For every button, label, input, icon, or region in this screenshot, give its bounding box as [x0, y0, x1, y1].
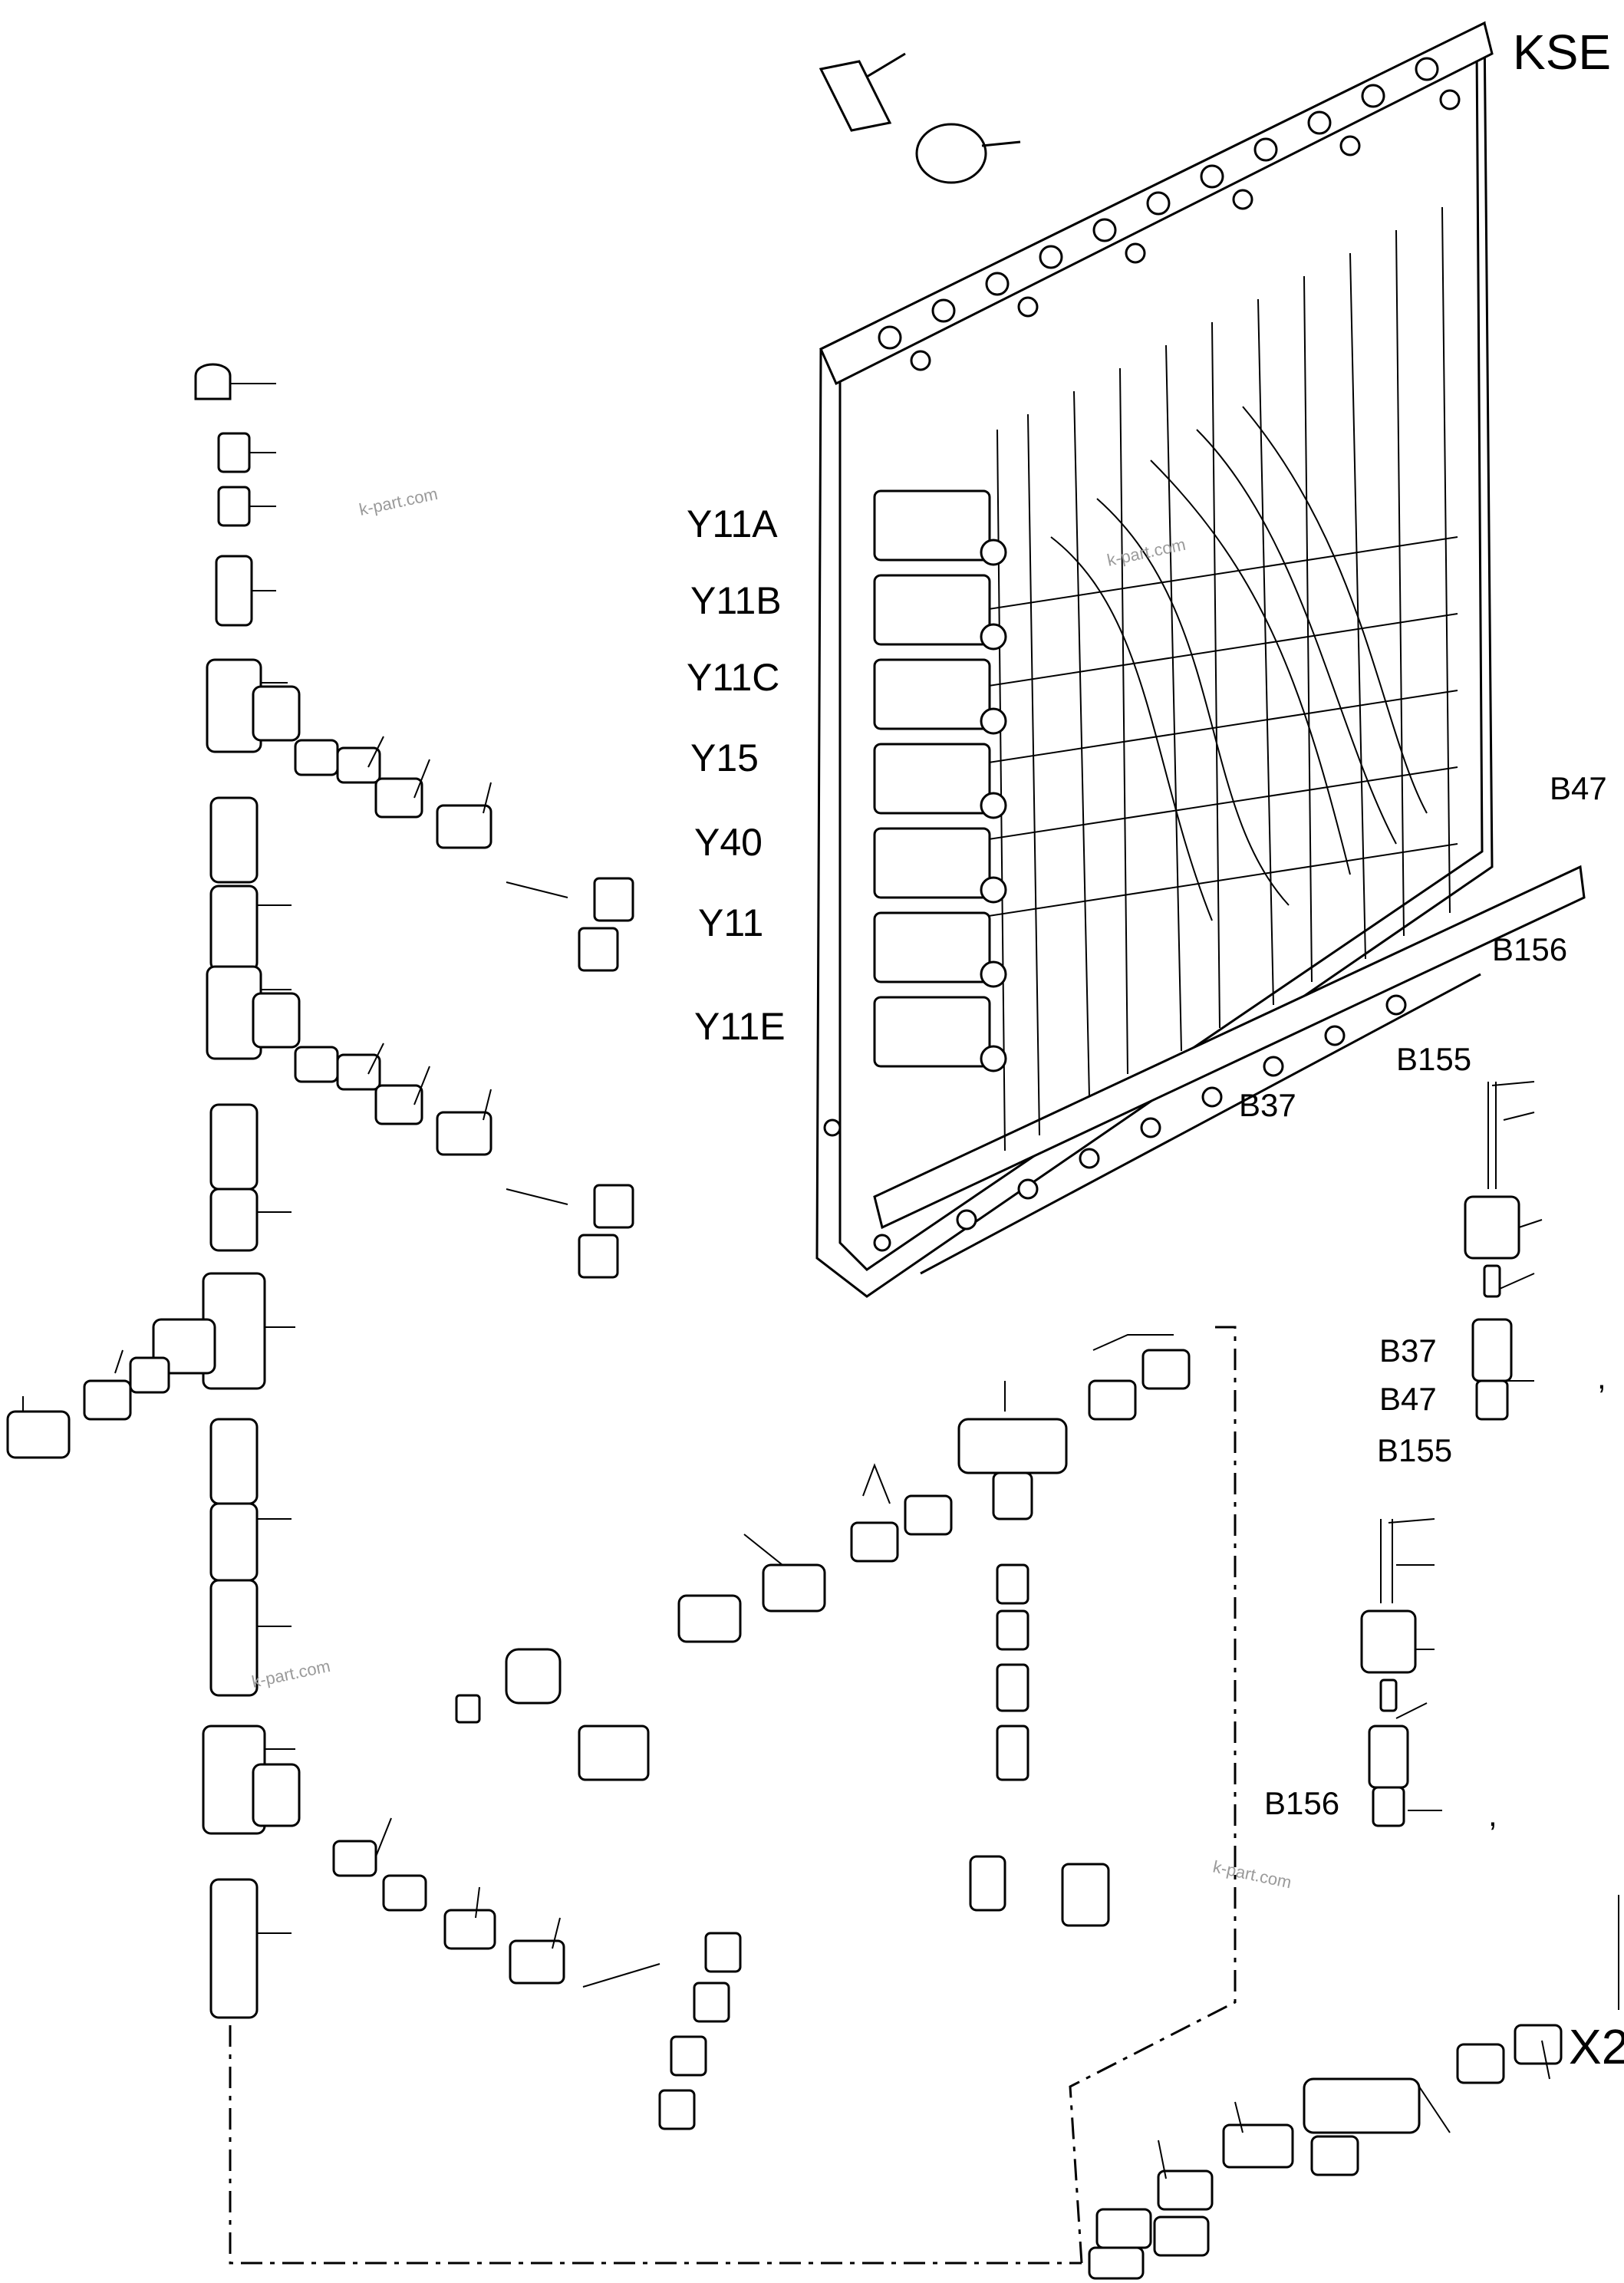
label-b156-top: B156 [1492, 931, 1567, 967]
pressure-sensors [1360, 1081, 1543, 1827]
label-b155-top: B155 [1396, 1041, 1471, 1077]
label-y15: Y15 [690, 736, 759, 779]
branch-2-fittings [294, 1043, 634, 1279]
label-x2: X2 [1569, 2019, 1624, 2074]
label-b47-top: B47 [1550, 770, 1607, 806]
label-y11a: Y11A [687, 502, 778, 545]
connection-lines [229, 1326, 1237, 2265]
cable-tie [915, 123, 1021, 184]
label-b155-side: B155 [1377, 1432, 1452, 1468]
watermark-3: k-part.com [250, 1656, 332, 1692]
left-fitting-stack [152, 363, 301, 2019]
label-b47-side: B47 [1379, 1381, 1437, 1417]
label-y11b: Y11B [690, 579, 782, 622]
watermark-1: k-part.com [357, 484, 440, 519]
label-y11: Y11 [698, 901, 763, 944]
middle-tee-assembly [455, 1334, 1191, 1927]
label-y11e: Y11E [694, 1005, 786, 1048]
label-b156-side: B156 [1264, 1785, 1339, 1821]
watermark-2: k-part.com [1105, 535, 1188, 570]
watermark-4: k-part.com [1211, 1856, 1293, 1892]
branch-left-fittings [6, 1349, 170, 1459]
label-kse: KSE [1513, 25, 1611, 80]
branch-1-fittings [294, 736, 634, 972]
label-y11c: Y11C [687, 656, 779, 699]
left-leader-lines [230, 383, 295, 1934]
protective-sleeve [819, 52, 906, 132]
comma-mark-2: , [1488, 1797, 1497, 1833]
valve-block-assembly [815, 21, 1586, 1298]
comma-mark-1: , [1597, 1359, 1606, 1395]
branch-3-fittings [332, 1817, 742, 2130]
label-y40: Y40 [694, 821, 763, 864]
label-b37-top: B37 [1239, 1087, 1296, 1123]
bottom-right-assembly [1088, 1895, 1619, 2280]
label-b37-side: B37 [1379, 1333, 1437, 1369]
